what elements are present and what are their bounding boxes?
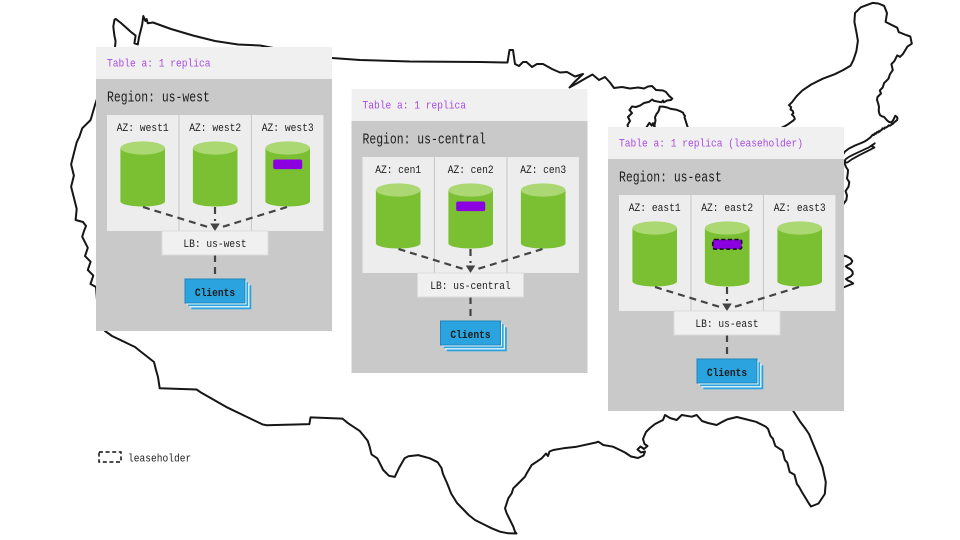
svg-text:AZ: west1: AZ: west1 <box>117 123 169 135</box>
svg-text:LB: us-central: LB: us-central <box>430 281 511 293</box>
svg-text:Table a: 1 replica: Table a: 1 replica <box>363 101 467 113</box>
svg-text:Clients: Clients <box>195 288 235 300</box>
svg-text:AZ: west2: AZ: west2 <box>189 123 241 135</box>
svg-text:Table a: 1 replica (leaseholde: Table a: 1 replica (leaseholder) <box>619 139 803 151</box>
svg-text:AZ: cen3: AZ: cen3 <box>520 165 566 177</box>
svg-text:Region: us-west: Region: us-west <box>107 90 210 106</box>
svg-text:AZ: cen2: AZ: cen2 <box>448 165 494 177</box>
svg-text:AZ: east2: AZ: east2 <box>701 203 753 215</box>
svg-text:Clients: Clients <box>707 368 747 380</box>
svg-text:Table a: 1 replica: Table a: 1 replica <box>107 59 211 71</box>
svg-text:LB: us-east: LB: us-east <box>695 319 758 331</box>
svg-text:LB: us-west: LB: us-west <box>183 239 246 251</box>
svg-text:Clients: Clients <box>450 330 490 342</box>
svg-text:AZ: cen1: AZ: cen1 <box>375 165 421 177</box>
svg-text:AZ: west3: AZ: west3 <box>262 123 314 135</box>
svg-text:Region: us-central: Region: us-central <box>363 132 486 148</box>
svg-text:AZ: east3: AZ: east3 <box>774 203 826 215</box>
svg-text:leaseholder: leaseholder <box>128 454 191 466</box>
svg-text:Region: us-east: Region: us-east <box>619 170 722 186</box>
svg-text:AZ: east1: AZ: east1 <box>629 203 681 215</box>
